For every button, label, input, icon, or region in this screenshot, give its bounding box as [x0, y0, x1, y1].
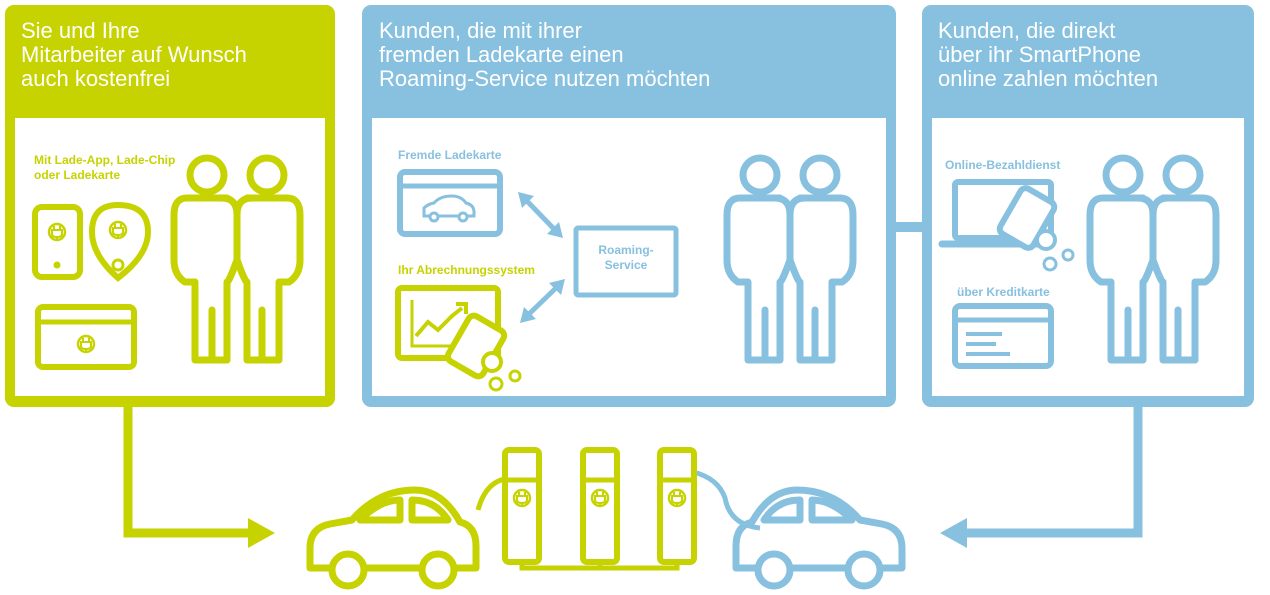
- charging-station-icon: [660, 450, 694, 562]
- chart-icon: [395, 285, 522, 392]
- credit-card-label: über Kreditkarte: [957, 285, 1050, 299]
- online-payment-label: Online-Bezahldienst: [945, 158, 1061, 172]
- staff-panel-title: Sie und Ihre Mitarbeiter auf Wunsch auch…: [21, 18, 247, 91]
- panel-connector: [886, 222, 932, 232]
- direct-panel-title: Kunden, die direkt über ihr SmartPhone o…: [938, 18, 1159, 91]
- green-flow-arrow: [123, 407, 275, 548]
- credit-card-icon: [952, 303, 1054, 369]
- roaming-panel-title: Kunden, die mit ihrer fremden Ladekarte …: [379, 18, 711, 91]
- laptop-icon: [938, 179, 1075, 272]
- charge-card-icon: [35, 304, 137, 370]
- credit-card-car-icon: [397, 169, 503, 237]
- roaming-service-label: Roaming- Service: [598, 243, 654, 272]
- smartphone-icon: [32, 204, 83, 280]
- charge-methods-label: Mit Lade-App, Lade-Chip oder Ladekarte: [34, 153, 176, 182]
- charging-station-icon: [505, 450, 539, 562]
- foreign-card-label: Fremde Ladekarte: [398, 148, 502, 162]
- arrow-icon: [518, 192, 565, 323]
- car-icon: [310, 490, 476, 586]
- billing-system-label: Ihr Abrechnungssystem: [398, 263, 535, 277]
- car-icon: [736, 490, 902, 586]
- charging-station-icon: [583, 450, 617, 562]
- roaming-service-box: [573, 225, 679, 298]
- charge-chip-icon: [88, 201, 152, 282]
- blue-flow-arrow: [940, 407, 1143, 548]
